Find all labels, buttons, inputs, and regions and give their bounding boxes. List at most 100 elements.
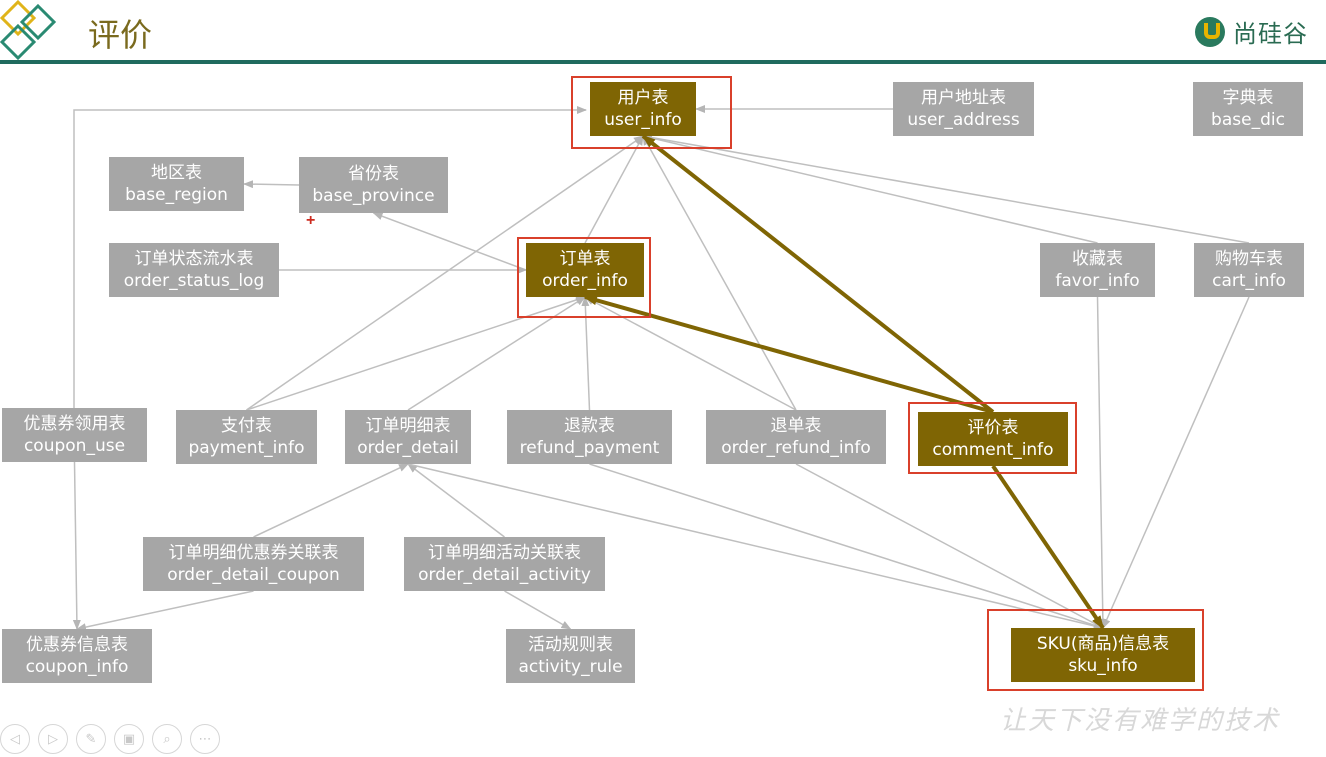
edge-favor_info-user_info <box>642 134 1098 244</box>
edge-order_detail-sku_info <box>407 463 1104 630</box>
table-node-cn-label: 订单明细优惠券关联表 <box>168 543 339 563</box>
page-title: 评价 <box>88 16 153 54</box>
table-node-en-label: order_detail_coupon <box>167 565 340 585</box>
edge-order_refund_info-order_info <box>584 296 797 411</box>
table-node-cn-label: 订单表 <box>559 249 611 269</box>
slides-icon[interactable]: ▣ <box>114 724 144 754</box>
brand-name: 尚硅谷 <box>1233 20 1308 48</box>
table-node-cn-label: 订单明细表 <box>365 416 451 436</box>
more-icon[interactable]: ⋯ <box>190 724 220 754</box>
edge-order_detail_activity-order_detail <box>407 463 505 538</box>
table-node-en-label: order_detail <box>357 438 459 458</box>
table-node-en-label: order_refund_info <box>721 438 871 458</box>
cursor-plus-icon: + <box>306 212 316 229</box>
edge-order_detail_coupon-order_detail <box>253 463 409 538</box>
table-node-en-label: sku_info <box>1068 656 1138 676</box>
table-node-cn-label: 收藏表 <box>1072 249 1123 269</box>
table-node-en-label: user_info <box>604 110 682 130</box>
next-slide-icon[interactable]: ▷ <box>38 724 68 754</box>
table-node-en-label: user_address <box>907 110 1020 130</box>
table-node-cn-label: 购物车表 <box>1215 249 1283 269</box>
table-node-en-label: base_dic <box>1211 110 1285 130</box>
table-node-en-label: activity_rule <box>518 657 623 677</box>
table-node-en-label: comment_info <box>932 440 1054 460</box>
table-node-en-label: base_region <box>125 185 228 205</box>
header-divider <box>0 60 1326 64</box>
table-node-cn-label: 字典表 <box>1222 88 1274 108</box>
edge-coupon_use-coupon_info <box>72 461 81 630</box>
slide-controls: ◁ ▷ ✎ ▣ ⌕ ⋯ <box>0 724 228 754</box>
edge-coupon_use-user_info <box>73 106 587 408</box>
table-node-cn-label: 订单状态流水表 <box>134 249 254 269</box>
prev-slide-icon[interactable]: ◁ <box>0 724 30 754</box>
highlight-frame-user_info <box>571 76 732 149</box>
edge-comment_info-user_info <box>641 134 995 414</box>
edge-payment_info-user_info <box>246 135 644 411</box>
table-node-cn-label: 省份表 <box>348 164 399 184</box>
table-node-en-label: cart_info <box>1212 271 1286 291</box>
table-node-cn-label: 地区表 <box>151 163 202 183</box>
table-node-cn-label: 用户地址表 <box>921 88 1006 108</box>
edge-cart_info-sku_info <box>1102 296 1250 629</box>
table-node-en-label: coupon_info <box>25 657 129 677</box>
brand-mark-icon <box>1195 16 1225 47</box>
table-node-en-label: refund_payment <box>519 438 660 458</box>
edge-order_detail_coupon-coupon_info <box>76 590 254 632</box>
table-node-cn-label: 用户表 <box>617 88 669 108</box>
brand-logo: 尚硅谷 <box>1195 14 1308 49</box>
edge-order_info-base_province <box>372 212 527 271</box>
table-node-cn-label: 退单表 <box>770 416 822 436</box>
table-node-en-label: order_info <box>542 271 628 291</box>
edge-payment_info-order_info <box>246 296 586 411</box>
edge-order_refund_info-sku_info <box>795 463 1104 629</box>
logo-diamonds-icon <box>0 0 57 61</box>
edge-order_detail-order_info <box>407 296 586 411</box>
table-node-cn-label: SKU(商品)信息表 <box>1036 634 1170 654</box>
edge-favor_info-sku_info <box>1096 296 1107 629</box>
table-node-en-label: base_province <box>312 186 435 206</box>
header: 评价 尚硅谷 <box>0 0 1326 64</box>
edge-order_detail_activity-activity_rule <box>504 590 572 630</box>
pen-icon[interactable]: ✎ <box>76 724 106 754</box>
table-node-cn-label: 活动规则表 <box>528 635 613 655</box>
edge-refund_payment-order_info <box>581 296 591 411</box>
zoom-icon[interactable]: ⌕ <box>152 724 182 754</box>
edge-comment_info-sku_info <box>991 464 1105 630</box>
table-node-en-label: order_detail_activity <box>418 565 591 585</box>
highlight-frame-comment_info <box>908 402 1077 474</box>
table-node-cn-label: 退款表 <box>564 416 615 436</box>
table-node-en-label: coupon_use <box>23 436 126 456</box>
table-node-cn-label: 订单明细活动关联表 <box>428 543 581 563</box>
highlight-frame-sku_info <box>987 609 1204 691</box>
table-node-cn-label: 支付表 <box>221 416 272 436</box>
table-node-en-label: favor_info <box>1055 271 1140 291</box>
edge-base_province-base_region <box>243 180 300 189</box>
table-node-cn-label: 优惠券领用表 <box>23 414 126 434</box>
edge-order_refund_info-user_info <box>642 135 797 411</box>
table-node-en-label: order_status_log <box>123 271 265 291</box>
edge-comment_info-order_info <box>583 295 994 414</box>
edge-cart_info-user_info <box>642 133 1250 244</box>
edge-refund_payment-sku_info <box>589 463 1104 630</box>
edge-layer <box>72 105 1250 632</box>
